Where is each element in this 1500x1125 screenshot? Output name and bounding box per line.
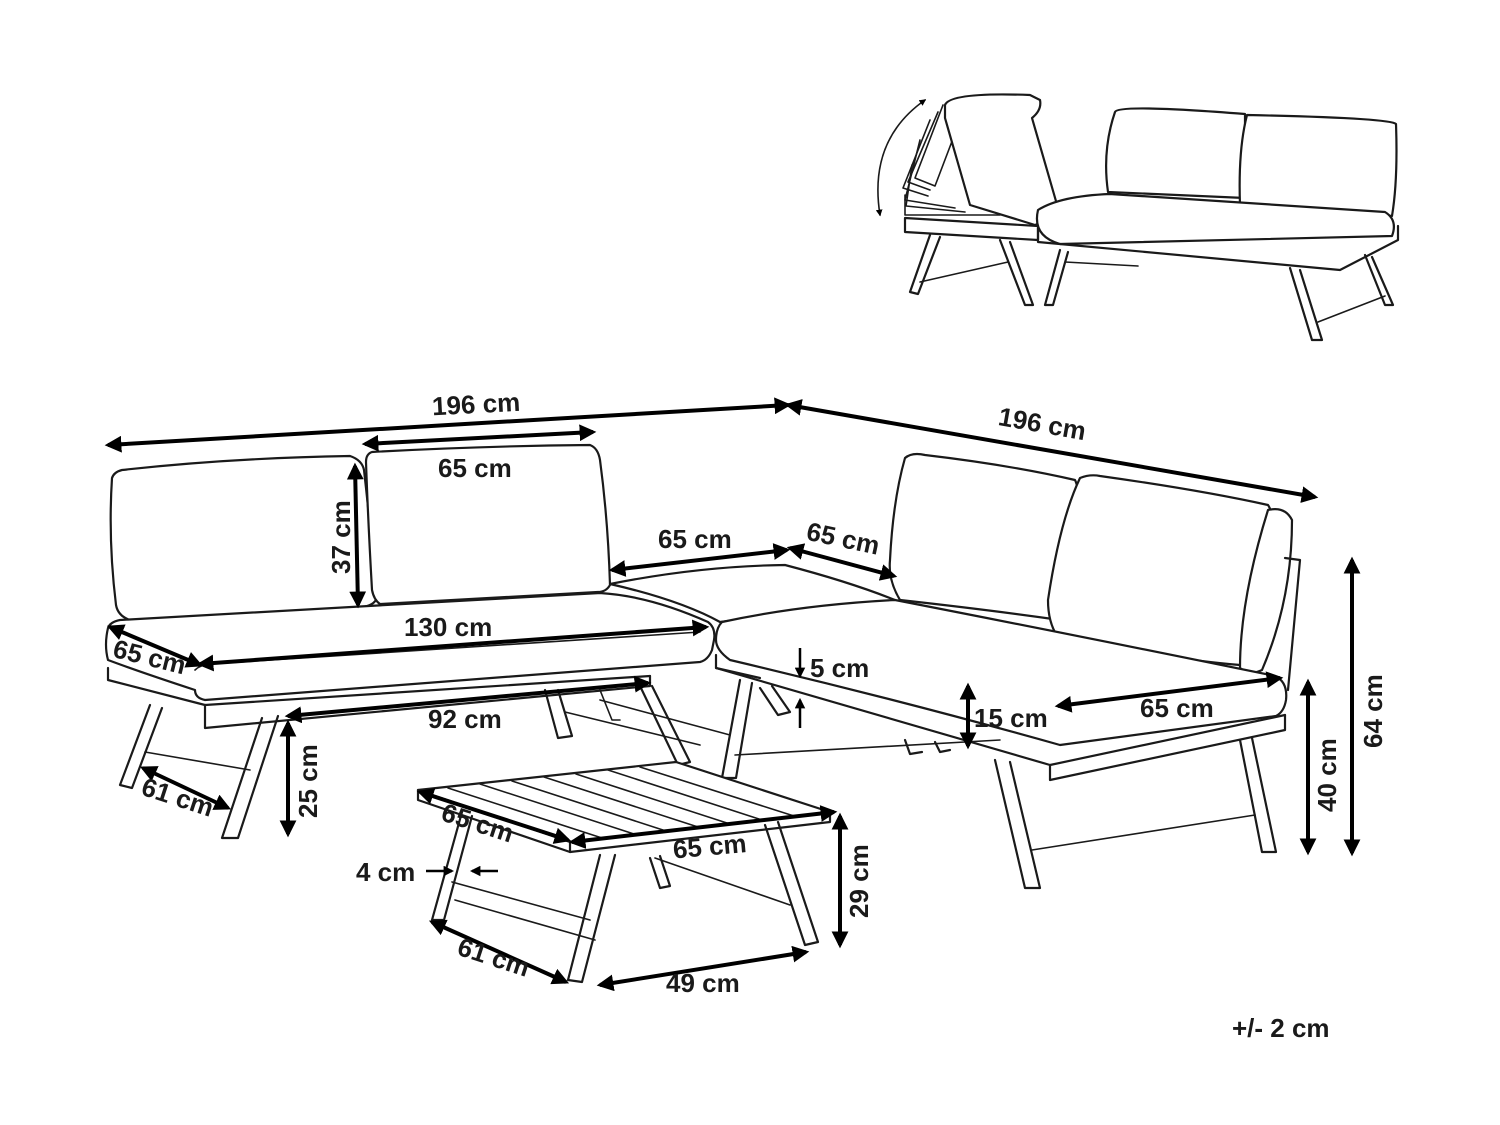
- total-height-label: 64 cm: [1358, 674, 1388, 748]
- seat-length-label: 130 cm: [404, 612, 492, 642]
- frame-thickness-label: 5 cm: [810, 653, 869, 683]
- cushion-height-label: 15 cm: [974, 703, 1048, 733]
- seat-height-label: 40 cm: [1312, 738, 1342, 812]
- overall-width-right-label: 196 cm: [996, 401, 1088, 446]
- dimension-labels: 196 cm 196 cm 65 cm 37 cm 65 cm 65 cm 13…: [110, 387, 1388, 1043]
- recline-inset-illustration: [875, 93, 1400, 342]
- back-cushion-height-label: 37 cm: [326, 500, 356, 574]
- tolerance-note: +/- 2 cm: [1232, 1013, 1330, 1043]
- back-cushion-width-label: 65 cm: [438, 453, 512, 483]
- table-leg-span-label: 49 cm: [666, 968, 740, 998]
- seat-height-ground-label: 25 cm: [293, 744, 323, 818]
- leg-span-label: 92 cm: [428, 704, 502, 734]
- seat-depth-right-label: 65 cm: [1140, 693, 1214, 723]
- dimension-arrows: [104, 397, 1361, 992]
- overall-width-left-label: 196 cm: [431, 387, 521, 422]
- table-leg-base-label: 61 cm: [454, 931, 533, 982]
- table-height-label: 29 cm: [844, 844, 874, 918]
- leg-base-left-label: 61 cm: [138, 771, 217, 822]
- table-depth-label: 65 cm: [672, 828, 748, 864]
- corner-depth-left-label: 65 cm: [658, 524, 732, 554]
- table-top-thickness-label: 4 cm: [356, 857, 415, 887]
